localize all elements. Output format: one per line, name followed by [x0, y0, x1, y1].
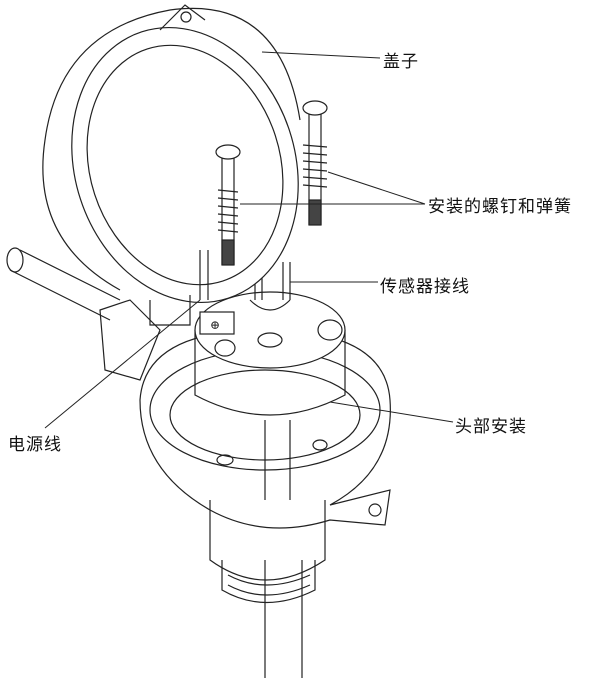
- label-sensor-wiring: 传感器接线: [380, 277, 470, 297]
- cable-gland: [6, 247, 161, 381]
- threaded-fitting: [209, 500, 326, 603]
- leader-lines: [44, 51, 454, 429]
- screw-left: [215, 144, 241, 266]
- leader-power-cable: [44, 299, 201, 429]
- label-screws-springs: 安装的螺钉和弹簧: [428, 197, 572, 217]
- screw-right: [302, 100, 328, 226]
- cover: [42, 4, 301, 326]
- leader-cover: [261, 51, 381, 59]
- transmitter-module: ⊕: [194, 260, 346, 416]
- leader-head-mount: [329, 401, 454, 423]
- label-cover: 盖子: [383, 52, 419, 72]
- leader-screws-1: [327, 171, 426, 205]
- label-head-mount: 头部安装: [455, 417, 527, 437]
- label-power-cable: 电源线: [8, 435, 62, 455]
- svg-text:⊕: ⊕: [210, 318, 220, 332]
